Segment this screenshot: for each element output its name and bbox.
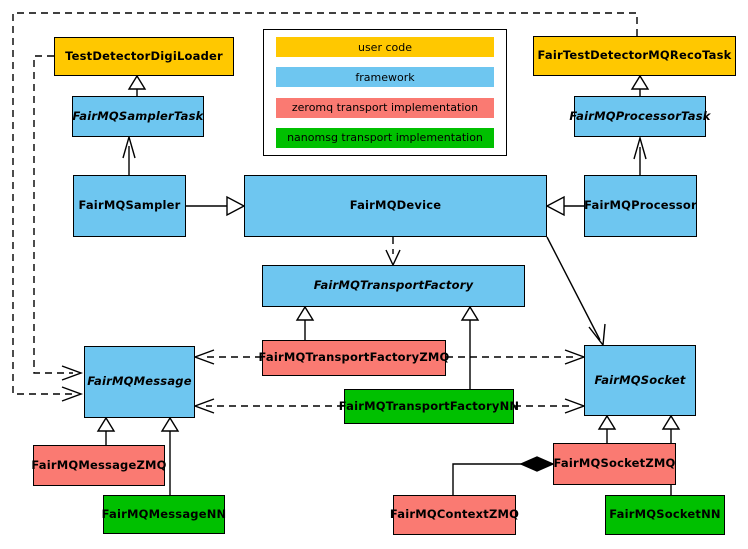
class-node-FairMQTransportFactory[interactable]: FairMQTransportFactory bbox=[262, 265, 525, 307]
edge-recotask-to-message-arrow bbox=[61, 386, 84, 402]
edge-factorynn-to-factory-triangle bbox=[460, 305, 480, 321]
legend-item-framework: framework bbox=[276, 67, 494, 88]
class-node-FairMQMessageZMQ[interactable]: FairMQMessageZMQ bbox=[31, 445, 166, 486]
class-node-FairMQSocketNN[interactable]: FairMQSocketNN bbox=[605, 495, 725, 535]
class-node-FairMQMessage[interactable]: FairMQMessage bbox=[84, 346, 195, 418]
legend-label-user-code: user code bbox=[357, 40, 413, 54]
edge-socketnn-to-socket-triangle bbox=[661, 414, 681, 430]
legend-label-framework: framework bbox=[355, 70, 415, 84]
edge-messagezmq-to-message-triangle bbox=[96, 416, 116, 432]
edge-factoryzmq-to-socket-arrow bbox=[564, 349, 587, 365]
edge-messagenn-to-message-triangle bbox=[160, 416, 180, 432]
class-node-FairMQProcessorTask[interactable]: FairMQProcessorTask bbox=[569, 96, 710, 137]
edge-contextzmq-to-socketzmq-line bbox=[452, 463, 537, 495]
class-node-FairMQSocketZMQ[interactable]: FairMQSocketZMQ bbox=[553, 443, 676, 485]
class-node-FairMQDevice[interactable]: FairMQDevice bbox=[244, 175, 547, 237]
edge-contextzmq-to-socketzmq-diamond bbox=[519, 456, 555, 472]
legend-box: user code framework zeromq transport imp… bbox=[263, 29, 507, 156]
class-node-FairMQSamplerTask[interactable]: FairMQSamplerTask bbox=[72, 96, 204, 137]
edge-digiloader-to-message bbox=[33, 55, 73, 374]
edge-device-to-socket-arrow bbox=[588, 323, 606, 347]
class-node-FairMQTransportFactoryZMQ[interactable]: FairMQTransportFactoryZMQ bbox=[259, 340, 449, 376]
class-node-FairMQTransportFactoryNN[interactable]: FairMQTransportFactoryNN bbox=[339, 389, 519, 424]
edge-processor-to-device-triangle bbox=[545, 195, 565, 217]
legend-item-user-code: user code bbox=[276, 37, 494, 57]
edge-sampler-to-samplertask-arrow bbox=[122, 134, 136, 159]
class-node-FairTestDetectorMQRecoTask[interactable]: FairTestDetectorMQRecoTask bbox=[533, 36, 736, 76]
edge-socketzmq-to-socket-triangle bbox=[597, 414, 617, 430]
class-node-FairMQProcessor[interactable]: FairMQProcessor bbox=[584, 175, 697, 237]
legend-label-nanomsg: nanomsg transport implementation bbox=[287, 131, 483, 145]
edge-processortask-to-recotask-triangle bbox=[630, 74, 650, 90]
edge-device-to-socket bbox=[546, 236, 601, 341]
class-node-FairMQSampler[interactable]: FairMQSampler bbox=[73, 175, 186, 237]
class-node-FairMQMessageNN[interactable]: FairMQMessageNN bbox=[102, 495, 226, 534]
class-node-FairMQSocket[interactable]: FairMQSocket bbox=[584, 345, 696, 416]
edge-factoryzmq-to-factory-triangle bbox=[295, 305, 315, 321]
edge-factoryzmq-to-message-arrow bbox=[192, 349, 215, 365]
edge-processor-to-processortask-arrow bbox=[633, 135, 647, 160]
legend-item-nanomsg: nanomsg transport implementation bbox=[276, 127, 494, 148]
edge-factorynn-to-message-arrow bbox=[192, 398, 215, 414]
class-node-TestDetectorDigiLoader[interactable]: TestDetectorDigiLoader bbox=[54, 37, 234, 76]
class-node-FairMQContextZMQ[interactable]: FairMQContextZMQ bbox=[390, 495, 519, 535]
edge-device-to-factory-arrow bbox=[385, 249, 401, 267]
edge-factorynn-to-socket-arrow bbox=[564, 398, 587, 414]
edge-sampler-to-device-triangle bbox=[226, 195, 246, 217]
legend-item-zeromq: zeromq transport implementation bbox=[276, 97, 494, 118]
edge-samplertask-to-digiloader-triangle bbox=[127, 74, 147, 90]
legend-label-zeromq: zeromq transport implementation bbox=[291, 101, 479, 115]
edge-digiloader-to-message-arrow bbox=[61, 365, 84, 381]
